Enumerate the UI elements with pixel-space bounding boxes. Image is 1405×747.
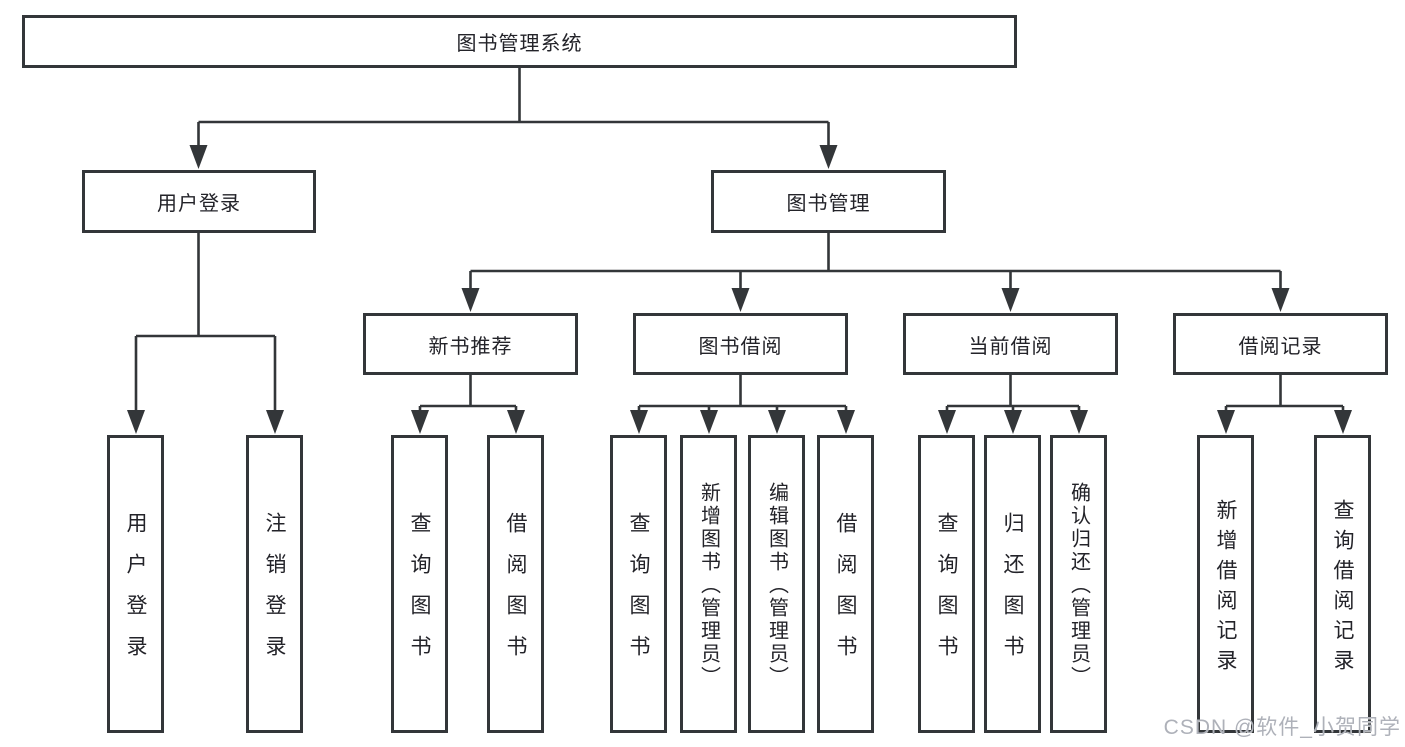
arrowhead [411,410,429,434]
arrowhead [1001,288,1020,312]
arrowhead [1070,410,1088,434]
arrowhead [507,410,525,434]
node-label: 查询借阅记录 [1331,498,1354,679]
node-label: 图书管理 [786,193,871,215]
arrowhead [731,288,750,312]
node-library-management-system: 图书管理系统 [22,15,1017,68]
connector-borrow-records-children [1217,375,1352,434]
leaf-query-books: 查询图书 [391,435,448,733]
node-label: 用户登录 [124,512,147,676]
leaf-borrow-books: 借阅图书 [817,435,874,733]
leaf-query-borrow-record: 查询借阅记录 [1314,435,1371,733]
leaf-query-books: 查询图书 [918,435,975,733]
leaf-return-books: 归还图书 [984,435,1041,733]
node-user-login: 用户登录 [82,170,316,233]
arrowhead [819,145,838,169]
arrowhead [266,410,284,434]
arrowhead [461,288,480,312]
node-label: 查询图书 [627,512,650,676]
connector-new-book-rec-children [411,375,525,434]
node-label: 新书推荐 [428,335,513,358]
node-borrowing-records: 借阅记录 [1173,313,1388,375]
node-label: 借阅图书 [834,512,857,676]
node-label: 用户登录 [157,193,241,215]
arrowhead [630,410,648,434]
node-label: 借阅图书 [504,512,527,676]
csdn-watermark: CSDN @软件_小贺同学 [1163,716,1401,739]
arrowhead [768,410,786,434]
leaf-add-books-admin: 新增图书（管理员） [680,435,737,733]
node-book-borrowing: 图书借阅 [633,313,848,375]
leaf-add-borrow-record: 新增借阅记录 [1197,435,1254,733]
arrowhead [1271,288,1290,312]
connector-book-borrow-children [630,375,855,434]
node-current-borrowing: 当前借阅 [903,313,1118,375]
node-label: 注销登录 [263,512,286,676]
arrowhead [938,410,956,434]
node-label: 编辑图书（管理员） [765,482,788,689]
arrowhead [127,410,145,434]
arrowhead [1004,410,1022,434]
node-label: 图书借阅 [698,335,783,358]
arrowhead [189,145,208,169]
leaf-query-books: 查询图书 [610,435,667,733]
leaf-edit-books-admin: 编辑图书（管理员） [748,435,805,733]
node-book-management: 图书管理 [711,170,946,233]
arrowhead [700,410,718,434]
node-label: 当前借阅 [968,335,1053,358]
leaf-logout: 注销登录 [246,435,303,733]
node-label: 归还图书 [1001,512,1024,676]
connector-book-mgmt-children [461,233,1290,312]
leaf-confirm-return-admin: 确认归还（管理员） [1050,435,1107,733]
connector-root-to-level2 [189,68,838,169]
node-label: 查询图书 [408,512,431,676]
node-new-book-recommendation: 新书推荐 [363,313,578,375]
connector-current-borrow-children [938,375,1088,434]
leaf-user-login: 用户登录 [107,435,164,733]
node-label: 确认归还（管理员） [1067,482,1090,689]
arrowhead [837,410,855,434]
node-label: 新增借阅记录 [1214,498,1237,679]
arrowhead [1334,410,1352,434]
node-label: 新增图书（管理员） [697,482,720,689]
node-label: 借阅记录 [1238,335,1323,358]
leaf-borrow-books: 借阅图书 [487,435,544,733]
arrowhead [1217,410,1235,434]
node-label: 查询图书 [935,512,958,676]
connector-user-login-children [127,233,284,434]
node-label: 图书管理系统 [456,33,583,55]
